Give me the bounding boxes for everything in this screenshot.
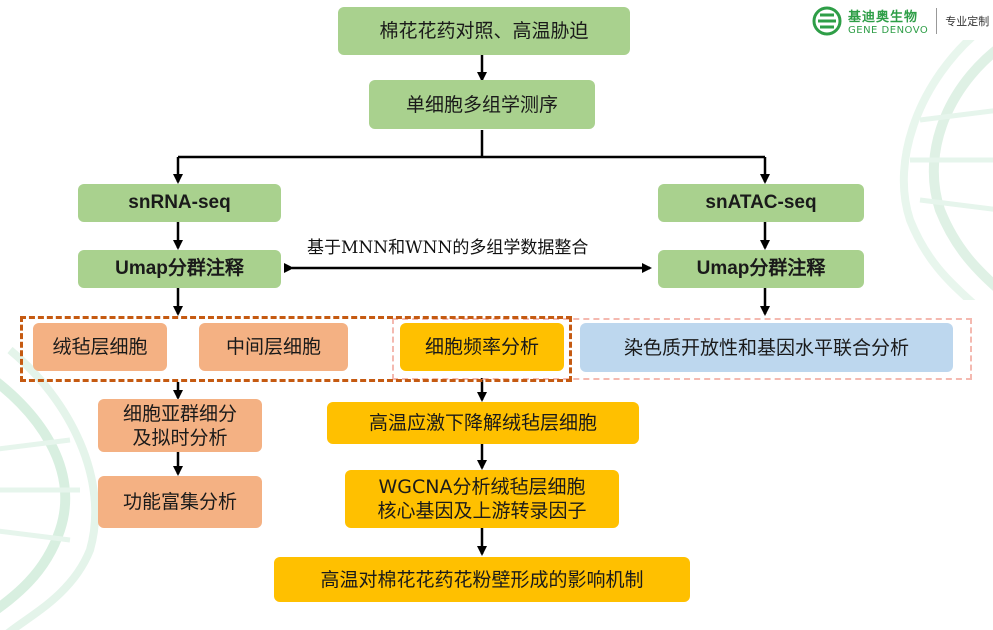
dna-decoration-left (0, 346, 100, 630)
node-cell-frequency: 细胞频率分析 (400, 323, 564, 371)
node-umap-left: Umap分群注释 (78, 250, 281, 288)
node-subcluster: 细胞亚群细分 及拟时分析 (98, 399, 262, 452)
node-tapetum: 绒毡层细胞 (33, 323, 167, 371)
node-enrichment: 功能富集分析 (98, 476, 262, 528)
gene-denovo-logo-icon (812, 6, 842, 36)
logo-divider (936, 8, 938, 34)
node-final-mechanism: 高温对棉花花药花粉壁形成的影响机制 (274, 557, 690, 602)
cell-type-group-frame (20, 316, 572, 382)
wgcna-line1: WGCNA分析绒毡层细胞 (378, 476, 586, 498)
node-heat-degrade: 高温应激下降解绒毡层细胞 (327, 402, 639, 444)
logo-name-en: GENE DENOVO (848, 25, 929, 36)
node-condition: 棉花花药对照、高温胁迫 (338, 7, 630, 55)
node-snrna-seq: snRNA-seq (78, 184, 281, 222)
logo-name-cn: 基迪奥生物 (848, 10, 919, 25)
company-logo: 基迪奥生物 GENE DENOVO 专业定制 (812, 6, 989, 36)
dna-decoration-right (899, 40, 993, 300)
node-umap-right: Umap分群注释 (658, 250, 864, 288)
node-snatac-seq: snATAC-seq (658, 184, 864, 222)
node-chromatin-joint: 染色质开放性和基因水平联合分析 (580, 323, 953, 372)
node-single-cell-seq: 单细胞多组学测序 (369, 80, 595, 129)
chromatin-group-frame (392, 318, 972, 380)
integration-label: 基于MNN和WNN的多组学数据整合 (307, 238, 589, 258)
wgcna-line2: 核心基因及上游转录因子 (377, 500, 587, 522)
node-wgcna: WGCNA分析绒毡层细胞 核心基因及上游转录因子 (345, 470, 619, 528)
node-middle-layer: 中间层细胞 (199, 323, 348, 371)
subcluster-line2: 及拟时分析 (132, 426, 228, 449)
subcluster-line1: 细胞亚群细分 (122, 402, 237, 425)
logo-tagline: 专业定制 (945, 15, 990, 28)
